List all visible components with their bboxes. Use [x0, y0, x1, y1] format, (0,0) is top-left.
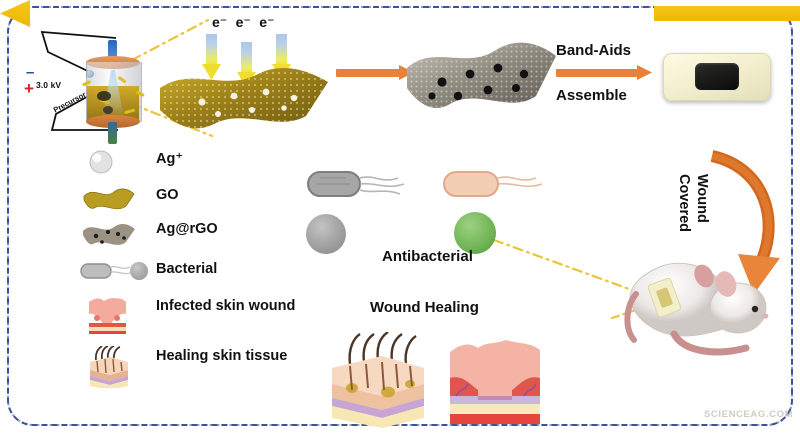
- covered-wound-curved-arrow: [710, 150, 780, 294]
- silver-nanoparticles-icon: [428, 63, 529, 101]
- legend-item-infected: Infected skin wound: [86, 290, 336, 342]
- legend-label-agrgo: Ag@rGO: [156, 221, 218, 237]
- healing-skin-tissue-icon: [332, 332, 424, 428]
- wound-label: Wound: [694, 174, 710, 223]
- band-aid-pad: [695, 63, 739, 90]
- legend-item-agrgo: Ag@rGO: [83, 212, 336, 248]
- assemble-label-bottom: Assemble: [556, 87, 627, 104]
- graphene-oxide-icon: [83, 188, 135, 210]
- healing-tissue-icon: [90, 346, 128, 388]
- covered-label: Covered: [676, 174, 692, 233]
- bacterium-dead-icon: [443, 171, 543, 197]
- legend-item-ag: Ag⁺: [86, 146, 336, 178]
- colony-icon: [130, 262, 148, 280]
- legend-label-infected: Infected skin wound: [156, 298, 296, 314]
- electron-arrow-1: [202, 34, 221, 80]
- legend-label-ag: Ag⁺: [156, 151, 183, 167]
- needle-top-icon: [108, 40, 117, 60]
- assemble-label-top: Band-Aids: [556, 42, 631, 59]
- legend-label-bacterial: Bacterial: [156, 261, 218, 277]
- electron-label-3: e⁻: [259, 14, 275, 30]
- legend-label-go: GO: [156, 187, 179, 203]
- graphene-oxide-sheet-icon: [160, 68, 328, 129]
- reduction-process-arrow: [336, 65, 414, 80]
- mouse-with-bandaid: [624, 262, 769, 356]
- figure-border: [6, 5, 794, 427]
- legend-label-healing: Healing skin tissue: [156, 348, 288, 364]
- colony-treated-icon: [454, 212, 496, 254]
- positive-terminal-icon: +: [24, 79, 34, 98]
- band-aid-product[interactable]: [663, 53, 771, 101]
- legend-item-go: GO: [83, 178, 336, 212]
- electron-labels: e⁻ e⁻ e⁻: [212, 14, 274, 32]
- silver-rgo-icon: [83, 223, 135, 245]
- covered-wound-arrow-group: Covered Wound: [676, 146, 794, 306]
- legend-item-healing: Healing skin tissue: [86, 342, 336, 390]
- negative-terminal-icon: –: [26, 64, 35, 81]
- legend: Ag⁺ GO Ag@rGO: [80, 146, 336, 390]
- antibacterial-label: Antibacterial: [382, 248, 473, 265]
- colony-untreated-icon: [306, 214, 346, 254]
- silver-rgo-sheet-icon: [407, 42, 556, 108]
- watermark: SCIENCEAG.COM: [704, 409, 794, 420]
- voltage-label: 3.0 kV: [36, 80, 62, 90]
- electron-label-1: e⁻: [212, 14, 228, 30]
- bacterium-live-icon: [307, 171, 405, 197]
- drum-bottom-icon: [86, 115, 140, 128]
- legend-item-bacterial: Bacterial: [80, 248, 336, 290]
- assemble-arrow: [556, 65, 652, 80]
- healing-direction-arrow: [0, 0, 800, 27]
- circuit-wires: [40, 30, 118, 131]
- wound-healing-label: Wound Healing: [370, 299, 479, 316]
- precursor-flakes-icon: [82, 76, 145, 114]
- infected-skin-wound-icon: [450, 340, 540, 424]
- infected-wound-icon: [89, 298, 126, 334]
- silver-ion-sphere-icon: [89, 150, 113, 174]
- needle-bottom-icon: [108, 122, 117, 144]
- electron-label-2: e⁻: [235, 14, 251, 30]
- electrospinning-apparatus: – + 3.0 kV Precursor: [18, 18, 146, 144]
- mouse-bandaid-icon: [647, 277, 682, 318]
